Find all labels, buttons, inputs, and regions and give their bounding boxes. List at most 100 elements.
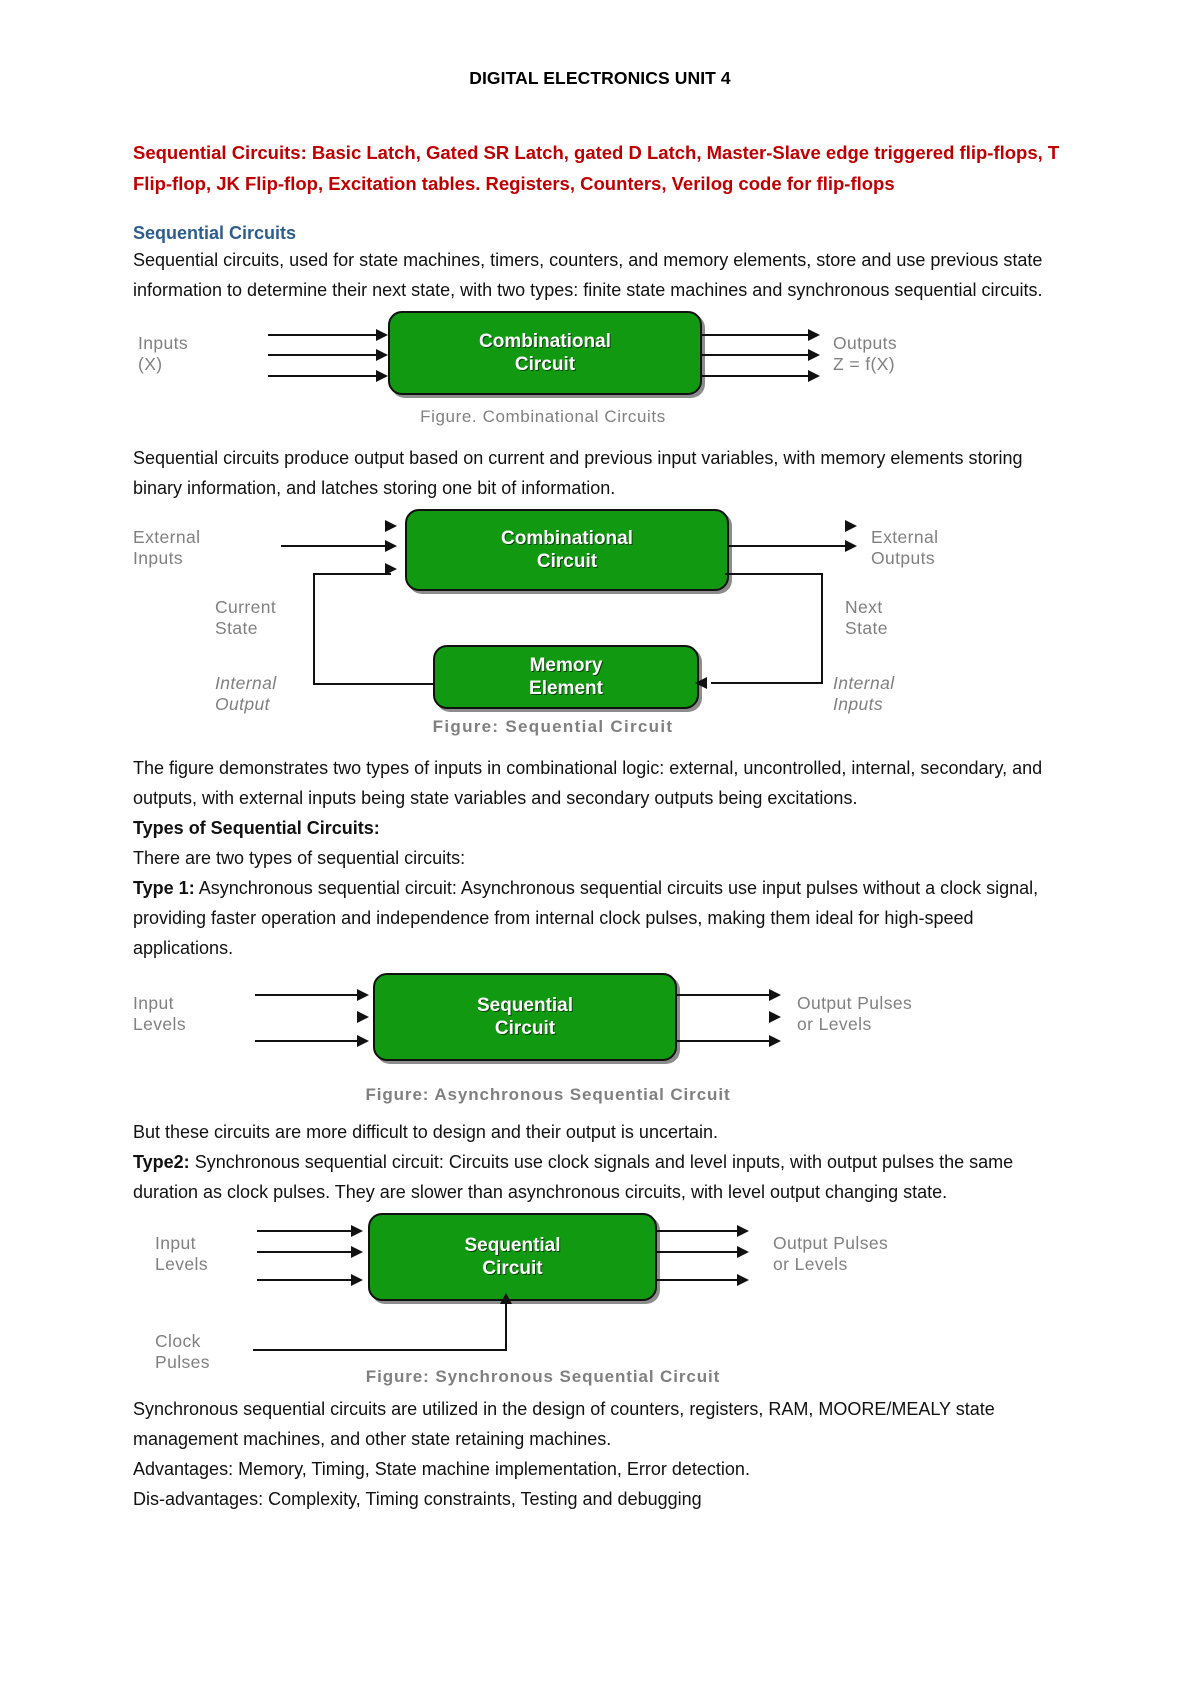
output-arrow-2 [808, 349, 820, 361]
sync-in-line-2 [257, 1251, 353, 1253]
feedback-right-top [725, 573, 823, 575]
output-line-3 [700, 375, 810, 377]
input-line-1 [268, 334, 378, 336]
sync-out-line-2 [655, 1251, 739, 1253]
clock-vertical-line [505, 1301, 507, 1351]
internal-inputs-label: Internal Inputs [833, 673, 895, 714]
clock-horizontal-line [253, 1349, 507, 1351]
feedback-right-vertical [821, 573, 823, 683]
sync-output-label: Output Pulses or Levels [773, 1233, 889, 1274]
async-in-line-3 [255, 1040, 359, 1042]
input-arrow-1 [376, 329, 388, 341]
closing-paragraph-1: Synchronous sequential circuits are util… [133, 1399, 995, 1449]
heading-sequential-circuits: Sequential Circuits [133, 223, 297, 243]
output-line-2 [700, 354, 810, 356]
output-arrow-1 [808, 329, 820, 341]
feedback-left-vertical [313, 575, 315, 685]
sync-out-line-1 [655, 1230, 739, 1232]
figure-caption-combinational: Figure. Combinational Circuits [420, 407, 666, 426]
feedback-left-top [313, 573, 391, 575]
input-arrow-3 [376, 370, 388, 382]
async-output-label: Output Pulses or Levels [797, 993, 913, 1034]
topic-line: Sequential Circuits: Basic Latch, Gated … [133, 142, 1060, 194]
type2-text: Synchronous sequential circuit: Circuits… [133, 1152, 1014, 1202]
async-input-label: Input Levels [133, 993, 186, 1034]
ext-in-arrow-3 [385, 563, 397, 575]
async-in-arrow-1 [357, 989, 369, 1001]
internal-output-label: Internal Output [215, 673, 277, 714]
sync-input-label: Input Levels [155, 1233, 208, 1274]
outputs-label: Outputs Z = f(X) [833, 333, 898, 374]
sync-in-line-3 [257, 1279, 353, 1281]
output-line-1 [700, 334, 810, 336]
async-out-arrow-1 [769, 989, 781, 1001]
external-outputs-label: External Outputs [871, 527, 939, 568]
ext-in-arrow-1 [385, 520, 397, 532]
document-content: DIGITAL ELECTRONICS UNIT 4 Sequential Ci… [133, 0, 1067, 1514]
async-in-arrow-3 [357, 1035, 369, 1047]
input-line-3 [268, 375, 378, 377]
sync-out-arrow-2 [737, 1246, 749, 1258]
sync-in-line-1 [257, 1230, 353, 1232]
sync-out-line-3 [655, 1279, 739, 1281]
clock-pulses-label: Clock Pulses [155, 1331, 210, 1372]
after-async-paragraph: But these circuits are more difficult to… [133, 1122, 718, 1142]
input-arrow-2 [376, 349, 388, 361]
async-in-arrow-2 [357, 1011, 369, 1023]
closing-paragraph-3: Dis-advantages: Complexity, Timing const… [133, 1489, 702, 1509]
sync-out-arrow-1 [737, 1225, 749, 1237]
ext-out-arrow-1 [845, 520, 857, 532]
ext-in-arrow-2 [385, 540, 397, 552]
type2-paragraph: Type2: Synchronous sequential circuit: C… [133, 1147, 1067, 1207]
types-intro: There are two types of sequential circui… [133, 848, 466, 868]
ext-in-line-2 [281, 545, 393, 547]
async-out-arrow-3 [769, 1035, 781, 1047]
sync-in-arrow-1 [351, 1225, 363, 1237]
async-out-line-1 [675, 994, 771, 996]
next-state-label: Next State [845, 597, 888, 638]
async-out-line-3 [675, 1040, 771, 1042]
figure-caption-asynchronous: Figure: Asynchronous Sequential Circuit [365, 1085, 731, 1104]
feedback-right-bottom [711, 682, 823, 684]
type1-paragraph: Type 1: Asynchronous sequential circuit:… [133, 873, 1067, 963]
closing-paragraph-2: Advantages: Memory, Timing, State machin… [133, 1459, 750, 1479]
types-heading: Types of Sequential Circuits: [133, 818, 380, 838]
paragraph-1: Sequential circuits, used for state mach… [133, 250, 1043, 300]
output-arrow-3 [808, 370, 820, 382]
feedback-left-bottom [313, 683, 435, 685]
paragraph-2: Sequential circuits produce output based… [133, 448, 1023, 498]
sync-out-arrow-3 [737, 1274, 749, 1286]
inputs-label: Inputs (X) [138, 333, 189, 374]
type1-text: Asynchronous sequential circuit: Asynchr… [133, 878, 1039, 958]
sync-in-arrow-3 [351, 1274, 363, 1286]
current-state-label: Current State [215, 597, 277, 638]
document-header: DIGITAL ELECTRONICS UNIT 4 [469, 68, 731, 88]
ext-out-line-2 [727, 545, 847, 547]
ext-out-arrow-2 [845, 540, 857, 552]
figure-caption-synchronous: Figure: Synchronous Sequential Circuit [365, 1367, 721, 1386]
sync-in-arrow-2 [351, 1246, 363, 1258]
clock-arrow [500, 1293, 512, 1304]
type1-label: Type 1: [133, 878, 195, 898]
memory-input-arrow [695, 677, 707, 689]
input-line-2 [268, 354, 378, 356]
external-inputs-label: External Inputs [133, 527, 201, 568]
type2-label: Type2: [133, 1152, 190, 1172]
async-out-arrow-2 [769, 1011, 781, 1023]
async-in-line-1 [255, 994, 359, 996]
paragraph-3: The figure demonstrates two types of inp… [133, 758, 1043, 808]
